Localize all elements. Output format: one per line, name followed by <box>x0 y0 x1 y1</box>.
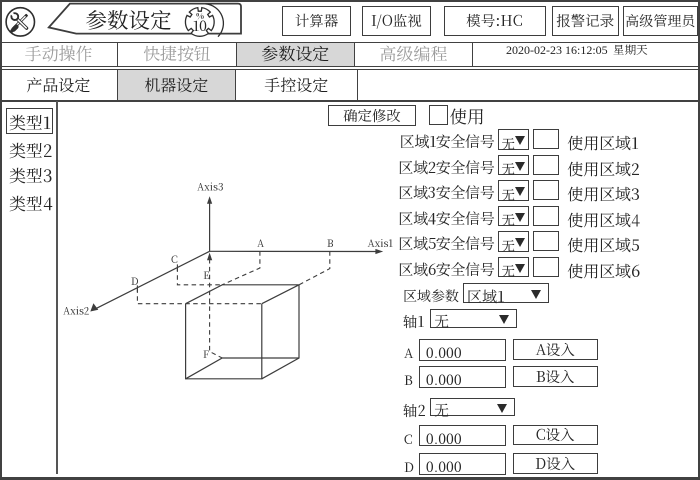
svg-text:B: B <box>327 235 334 250</box>
svg-text:D: D <box>131 273 139 288</box>
svg-text:F: F <box>203 346 210 361</box>
svg-text:Axis2: Axis2 <box>63 303 90 318</box>
svg-text:A: A <box>257 235 265 250</box>
svg-text:10: 10 <box>193 16 208 36</box>
svg-text:Axis3: Axis3 <box>197 179 223 194</box>
svg-text:%: % <box>196 10 204 22</box>
svg-text:C: C <box>171 251 178 266</box>
svg-text:Axis1: Axis1 <box>368 235 394 250</box>
svg-text:E: E <box>203 267 210 282</box>
